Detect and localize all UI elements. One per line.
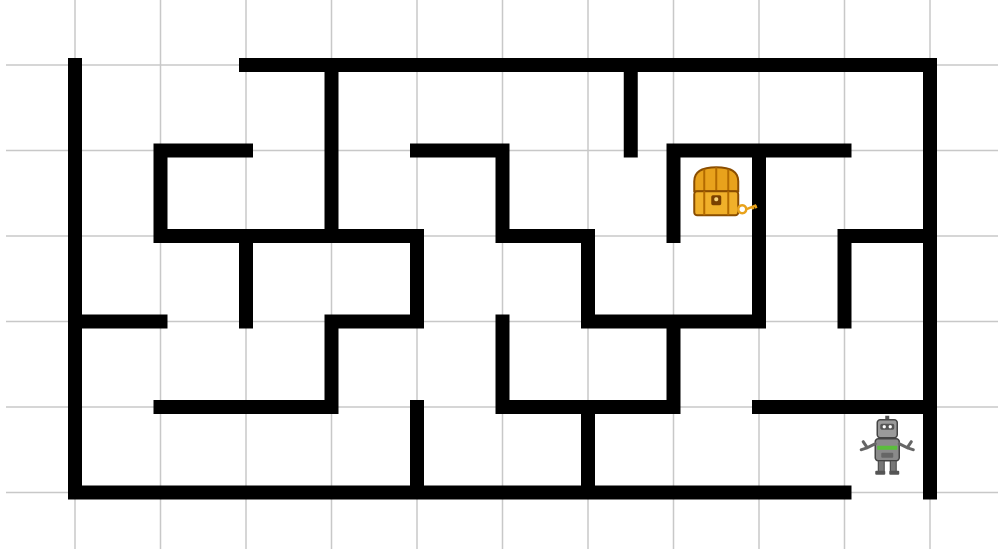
maze-board xyxy=(0,0,1002,549)
board-background xyxy=(0,0,1002,549)
